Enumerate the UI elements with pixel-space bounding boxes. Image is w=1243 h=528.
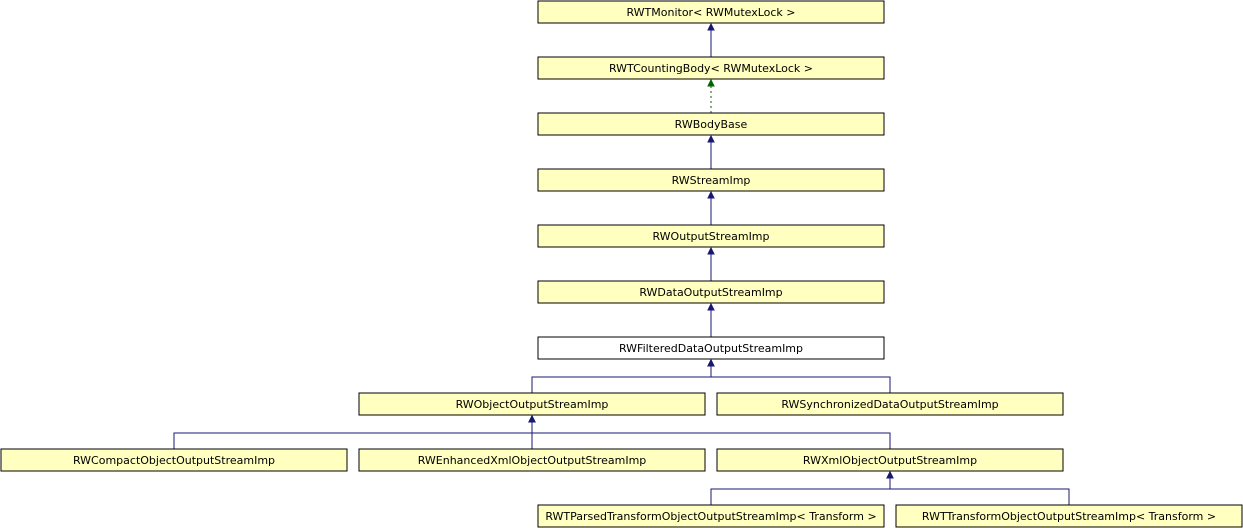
node-label: RWFilteredDataOutputStreamImp xyxy=(619,342,803,355)
arrowhead-rwxmlobjectoutputstreamimp-to-rwobjectoutputstreamimp xyxy=(528,414,536,423)
edges-layer xyxy=(173,22,1070,505)
edge-rwtparsedtransformobjectoutputstreamimp-to-rwxmlobjectoutputstreamimp xyxy=(710,478,891,505)
node-label: RWTTransformObjectOutputStreamImp< Trans… xyxy=(922,510,1216,523)
node-label: RWTParsedTransformObjectOutputStreamImp<… xyxy=(545,510,876,523)
node-rwbodybase[interactable]: RWBodyBase xyxy=(537,112,885,136)
arrowhead-rwdataoutputstreamimp-to-rwoutputstreamimp xyxy=(707,246,715,255)
node-label: RWStreamImp xyxy=(672,174,751,187)
node-rwsynchronizeddataoutputstreamimp[interactable]: RWSynchronizedDataOutputStreamImp xyxy=(716,392,1064,416)
node-rwtmonitor[interactable]: RWTMonitor< RWMutexLock > xyxy=(537,0,885,24)
node-rwttransformobjectoutputstreamimp[interactable]: RWTTransformObjectOutputStreamImp< Trans… xyxy=(895,504,1243,528)
arrowhead-rwttransformobjectoutputstreamimp-to-rwxmlobjectoutputstreamimp xyxy=(886,470,894,479)
edge-rwobjectoutputstreamimp-to-rwfiltereddataoutputstreamimp xyxy=(531,366,712,393)
arrowhead-rwstreamimp-to-rwbodybase xyxy=(707,134,715,143)
node-label: RWBodyBase xyxy=(675,118,748,131)
arrowhead-rwbodybase-to-rwtcountingbody xyxy=(707,78,715,87)
node-label: RWDataOutputStreamImp xyxy=(639,286,782,299)
node-label: RWEnhancedXmlObjectOutputStreamImp xyxy=(418,454,647,467)
node-rwtparsedtransformobjectoutputstreamimp[interactable]: RWTParsedTransformObjectOutputStreamImp<… xyxy=(537,504,885,528)
edge-rwxmlobjectoutputstreamimp-to-rwobjectoutputstreamimp xyxy=(531,422,891,449)
arrowhead-rwtcountingbody-to-rwtmonitor xyxy=(707,22,715,31)
arrowhead-rwoutputstreamimp-to-rwstreamimp xyxy=(707,190,715,199)
node-rwobjectoutputstreamimp[interactable]: RWObjectOutputStreamImp xyxy=(358,392,706,416)
node-rwtcountingbody[interactable]: RWTCountingBody< RWMutexLock > xyxy=(537,56,885,80)
node-rwstreamimp[interactable]: RWStreamImp xyxy=(537,168,885,192)
edge-rwcompactobjectoutputstreamimp-to-rwobjectoutputstreamimp xyxy=(173,422,533,449)
node-rwcompactobjectoutputstreamimp[interactable]: RWCompactObjectOutputStreamImp xyxy=(0,448,348,472)
arrowhead-rwsynchronizeddataoutputstreamimp-to-rwfiltereddataoutputstreamimp xyxy=(707,358,715,367)
node-rwdataoutputstreamimp[interactable]: RWDataOutputStreamImp xyxy=(537,280,885,304)
node-label: RWXmlObjectOutputStreamImp xyxy=(803,454,977,467)
node-label: RWOutputStreamImp xyxy=(652,230,769,243)
node-label: RWCompactObjectOutputStreamImp xyxy=(73,454,275,467)
node-rwxmlobjectoutputstreamimp[interactable]: RWXmlObjectOutputStreamImp xyxy=(716,448,1064,472)
node-label: RWObjectOutputStreamImp xyxy=(456,398,609,411)
node-rwfiltereddataoutputstreamimp: RWFilteredDataOutputStreamImp xyxy=(537,336,885,360)
node-label: RWSynchronizedDataOutputStreamImp xyxy=(781,398,998,411)
node-rwoutputstreamimp[interactable]: RWOutputStreamImp xyxy=(537,224,885,248)
node-label: RWTMonitor< RWMutexLock > xyxy=(626,6,795,19)
node-label: RWTCountingBody< RWMutexLock > xyxy=(609,62,813,75)
node-rwenhancedxmlobjectoutputstreamimp[interactable]: RWEnhancedXmlObjectOutputStreamImp xyxy=(358,448,706,472)
edge-rwsynchronizeddataoutputstreamimp-to-rwfiltereddataoutputstreamimp xyxy=(710,366,891,393)
edge-rwttransformobjectoutputstreamimp-to-rwxmlobjectoutputstreamimp xyxy=(889,478,1070,505)
arrowhead-rwfiltereddataoutputstreamimp-to-rwdataoutputstreamimp xyxy=(707,302,715,311)
